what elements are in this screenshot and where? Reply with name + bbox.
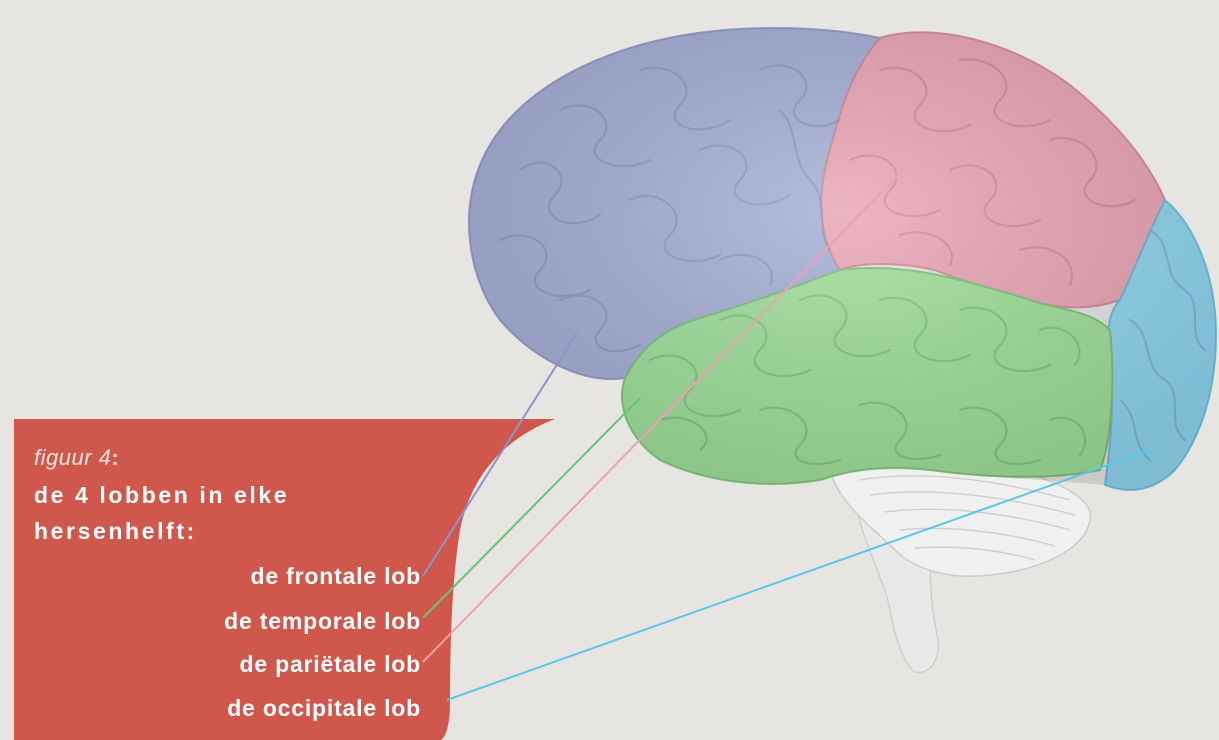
cerebellum — [830, 461, 1090, 673]
caption-box — [14, 419, 555, 740]
parietal-lobe-region — [821, 32, 1165, 307]
